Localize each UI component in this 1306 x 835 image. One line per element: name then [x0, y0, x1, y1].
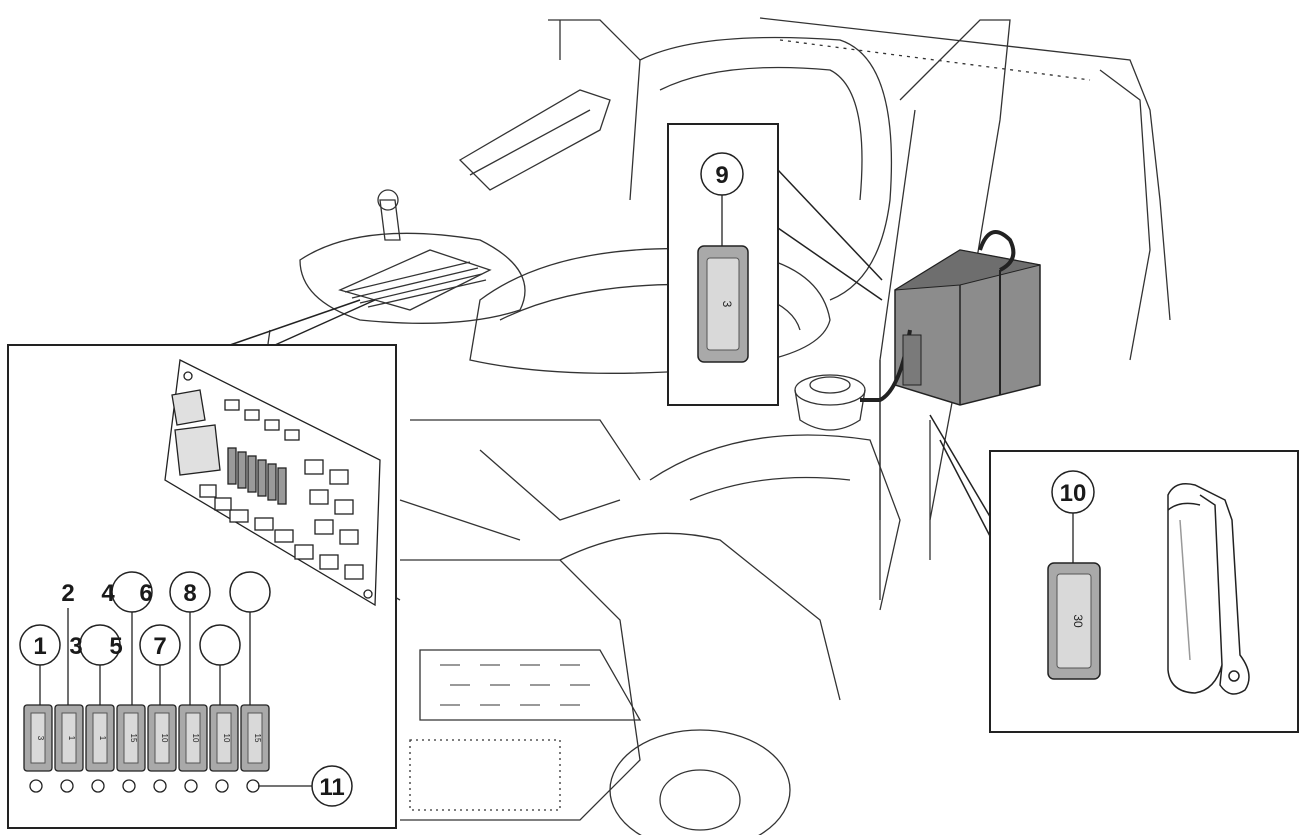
led-row — [29, 779, 260, 793]
fuse-indicator-led — [122, 779, 136, 793]
callout-4: 4 — [101, 580, 115, 607]
board-fuse-rating: 1 — [67, 736, 76, 741]
callout-circle-7 — [139, 624, 181, 666]
board-fuse: 1 — [85, 704, 115, 772]
board-fuse-rating: 1 — [98, 736, 107, 741]
callout-6: 6 — [139, 580, 152, 607]
fuse-puller-tool — [1167, 483, 1250, 695]
callout-circle-4-6 — [111, 571, 153, 613]
board-fuse: 10 — [147, 704, 177, 772]
board-fuse-rating: 10 — [160, 734, 169, 743]
fuse-indicator-led — [153, 779, 167, 793]
board-fuse: 1 — [54, 704, 84, 772]
callout-circle-11 — [311, 765, 353, 807]
main-fuse: 30 — [1047, 562, 1101, 680]
main-fuse-detail-panel: 10 30 — [929, 414, 1299, 733]
fuse-row: 3 1 1 15 10 10 10 15 — [23, 704, 270, 772]
callout-circle-3-5 — [79, 624, 121, 666]
battery-fuse-detail-panel: 9 3 — [667, 123, 883, 406]
board-fuse-rating: 15 — [129, 734, 138, 743]
callout-1: 1 — [33, 633, 46, 660]
callout-3: 3 — [69, 633, 82, 660]
fuse-indicator-led — [60, 779, 74, 793]
callout-8: 8 — [183, 580, 196, 607]
main-fuse-rating: 30 — [1071, 614, 1085, 628]
callout-10: 10 — [1060, 480, 1087, 507]
callout-circle-empty-a — [199, 624, 241, 666]
circuit-board — [164, 359, 381, 607]
callout-5: 5 — [109, 633, 122, 660]
battery-fuse-rating: 3 — [720, 301, 734, 308]
fuse-indicator-led — [91, 779, 105, 793]
callout-circle-8 — [169, 571, 211, 613]
board-fuse: 3 — [23, 704, 53, 772]
board-fuse: 10 — [209, 704, 239, 772]
callout-2: 2 — [61, 580, 74, 607]
callout-circle-1 — [19, 624, 61, 666]
battery — [860, 230, 1041, 406]
battery-fuse: 3 — [697, 245, 749, 363]
fuse-indicator-led — [184, 779, 198, 793]
callout-circle-empty-b — [229, 571, 271, 613]
fuse-indicator-led — [246, 779, 260, 793]
board-fuse-rating: 10 — [191, 734, 200, 743]
callout-11: 11 — [319, 774, 344, 801]
fuse-indicator-led — [215, 779, 229, 793]
board-fuse: 15 — [116, 704, 146, 772]
board-fuse: 10 — [178, 704, 208, 772]
board-fuse-rating: 10 — [222, 734, 231, 743]
fuse-indicator-led — [29, 779, 43, 793]
board-fuse-rating: 15 — [253, 734, 262, 743]
board-fuse-rating: 3 — [36, 736, 45, 741]
board-fuse: 15 — [240, 704, 270, 772]
callout-9: 9 — [715, 162, 728, 189]
callout-7: 7 — [153, 633, 166, 660]
